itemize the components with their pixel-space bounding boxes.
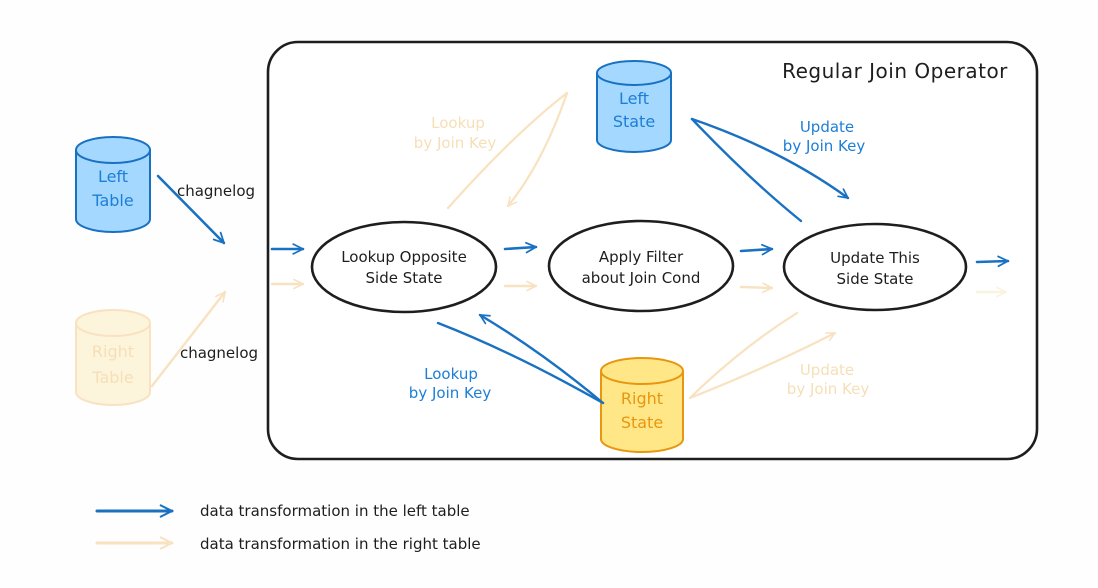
- lookup-blue-label-1: Lookup: [424, 365, 478, 383]
- node-lookup-line-1: Lookup Opposite: [341, 248, 467, 266]
- node-update-line-1: Update This: [830, 249, 920, 267]
- update-blue-label-2: by Join Key: [783, 137, 866, 155]
- left-table-label-2: Table: [91, 191, 133, 210]
- arrow-lookup-to-filter-blue: [503, 241, 538, 254]
- right-state-label-1: Right: [621, 389, 663, 408]
- lookup-faded-label-2: by Join Key: [414, 134, 497, 152]
- left-changelog-arrow: chagnelog: [156, 174, 255, 245]
- container-title: Regular Join Operator: [782, 59, 1008, 83]
- right-table-label-1: Right: [92, 342, 134, 361]
- node-filter-line-2: about Join Cond: [582, 269, 701, 287]
- update-by-join-key-faded-loop: Update by Join Key: [688, 311, 870, 400]
- legend-right-label: data transformation in the right table: [200, 535, 481, 553]
- legend-left-label: data transformation in the left table: [200, 502, 470, 520]
- node-apply-filter: Apply Filter about Join Cond: [547, 219, 735, 313]
- left-state-cylinder: Left State: [596, 60, 672, 153]
- left-state-label-2: State: [613, 112, 655, 131]
- pipeline-arrows: [270, 241, 1010, 298]
- update-faded-label-2: by Join Key: [787, 380, 870, 398]
- lookup-blue-label-2: by Join Key: [409, 384, 492, 402]
- arrow-out-blue: [975, 255, 1010, 268]
- left-table-label-1: Left: [98, 167, 128, 186]
- lookup-by-join-key-faded-loop: Lookup by Join Key: [414, 91, 569, 210]
- left-state-label-1: Left: [619, 89, 649, 108]
- left-changelog-label: chagnelog: [177, 182, 255, 200]
- arrow-filter-to-update-faded: [739, 282, 774, 294]
- right-changelog-label: chagnelog: [180, 344, 258, 362]
- right-changelog-arrow: chagnelog: [150, 290, 258, 388]
- left-table-cylinder: Left Table: [75, 136, 151, 233]
- right-state-label-2: State: [621, 413, 663, 432]
- right-table-cylinder: Right Table: [75, 309, 151, 406]
- update-by-join-key-blue-loop: Update by Join Key: [690, 117, 866, 223]
- update-blue-label-1: Update: [800, 118, 854, 136]
- node-update-this-side-state: Update This Side State: [782, 222, 968, 312]
- node-filter-line-1: Apply Filter: [599, 248, 684, 266]
- node-lookup-line-2: Side State: [366, 269, 443, 287]
- legend: data transformation in the left table da…: [95, 502, 481, 553]
- arrow-filter-to-update-blue: [739, 243, 774, 256]
- update-faded-label-1: Update: [800, 361, 854, 379]
- lookup-faded-label-1: Lookup: [431, 114, 485, 132]
- node-update-line-2: Side State: [837, 270, 914, 288]
- right-state-cylinder: Right State: [600, 357, 684, 453]
- node-lookup-opposite-side-state: Lookup Opposite Side State: [310, 220, 498, 314]
- right-table-label-2: Table: [91, 368, 133, 387]
- lookup-by-join-key-blue-loop: Lookup by Join Key: [409, 313, 605, 405]
